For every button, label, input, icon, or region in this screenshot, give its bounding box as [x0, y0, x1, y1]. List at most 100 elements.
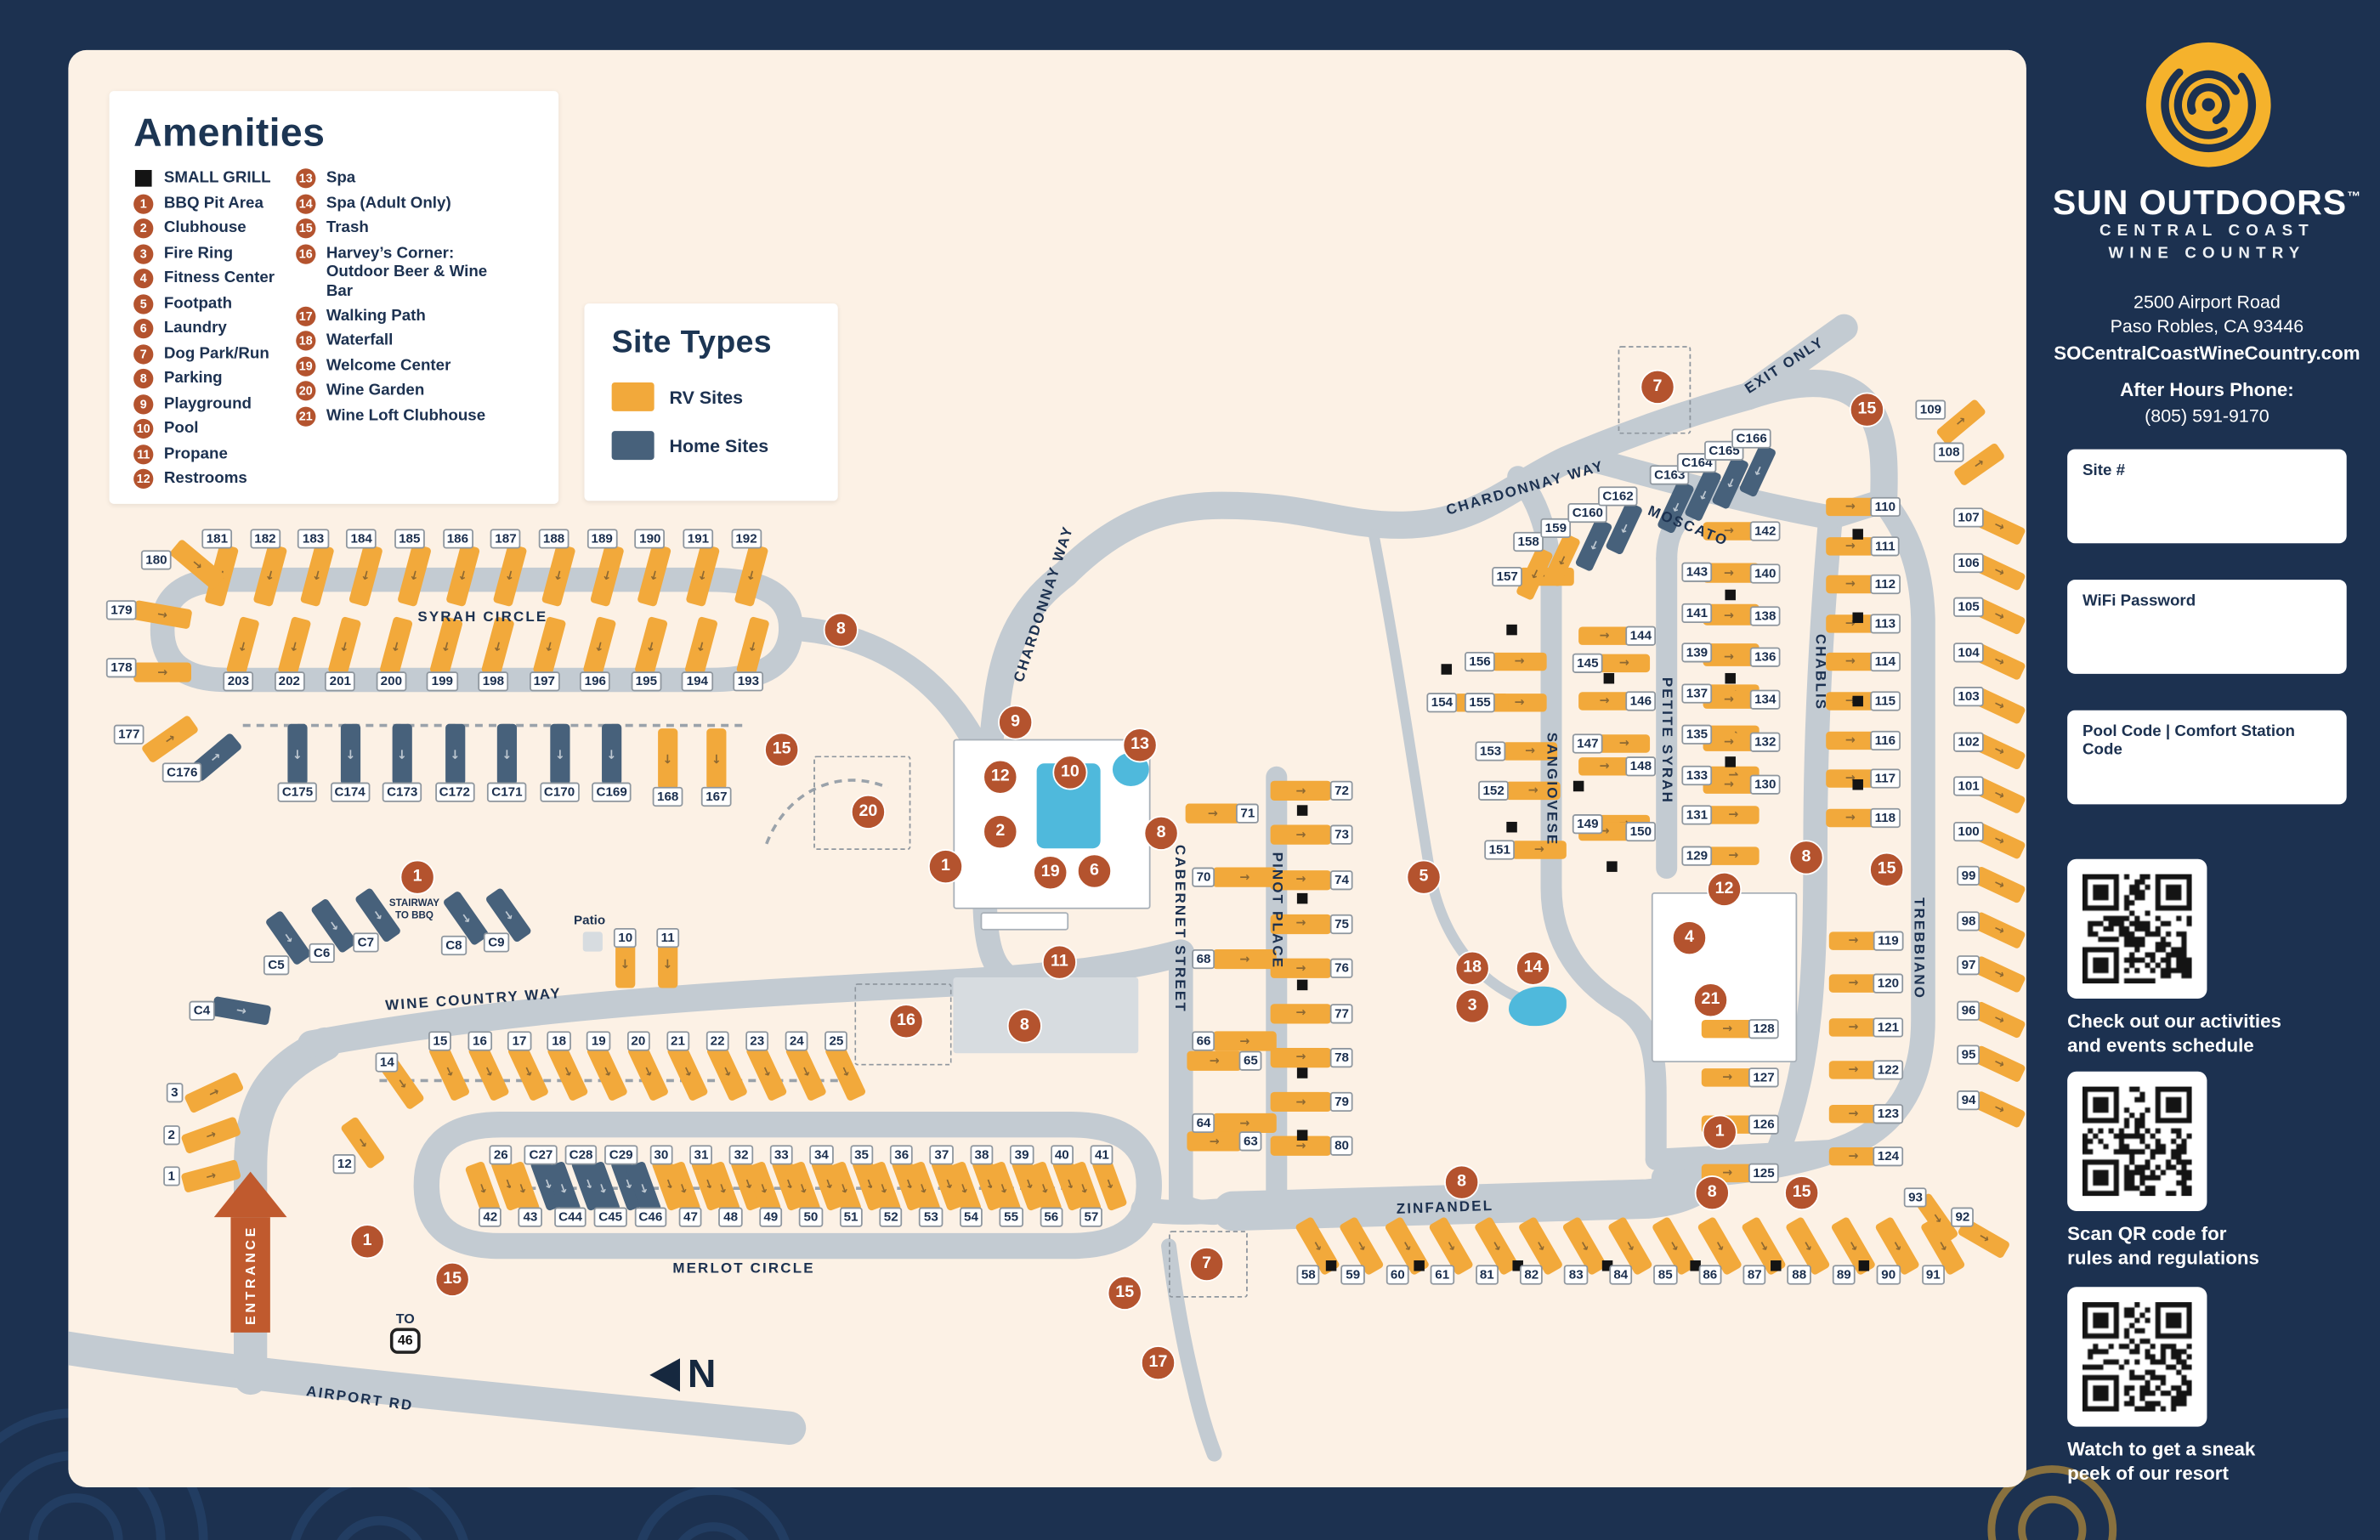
site-label: 133	[1681, 764, 1713, 785]
amenity-number-badge: 17	[296, 305, 316, 326]
site-label: 203	[223, 671, 254, 692]
road	[1645, 1140, 1840, 1170]
amenity-number-badge: 7	[133, 343, 154, 364]
site-stripe: →	[1270, 825, 1332, 846]
site-direction-arrow: →	[1577, 1237, 1595, 1254]
site-label: C171	[486, 782, 527, 802]
website: SOCentralCoastWineCountry.com	[2054, 343, 2360, 365]
site-direction-arrow: →	[1728, 767, 1739, 781]
site-label: 89	[1832, 1265, 1856, 1285]
site-label: 194	[682, 671, 713, 692]
site-label: 72	[1329, 780, 1354, 801]
site-label: C174	[330, 782, 371, 802]
site-label: 95	[1957, 1045, 1980, 1065]
site-direction-arrow: →	[599, 569, 615, 582]
road	[1161, 1238, 1222, 1462]
site-label: 1	[163, 1166, 180, 1186]
site-label: 188	[538, 529, 570, 549]
qr-code	[2067, 1287, 2207, 1427]
site-stripe: →	[1511, 841, 1567, 859]
site-direction-arrow: →	[1295, 1050, 1306, 1064]
site-label: 49	[758, 1207, 783, 1227]
amenity-badge: 14	[1516, 950, 1551, 986]
site-direction-arrow: →	[1722, 1021, 1733, 1035]
site-label: 18	[547, 1031, 571, 1051]
site-label: 66	[1192, 1031, 1216, 1051]
site-direction-arrow: →	[635, 1180, 652, 1196]
site-direction-arrow: →	[1295, 1005, 1306, 1020]
site-label: 31	[689, 1145, 713, 1165]
site-stripe: →	[133, 662, 191, 682]
site-label: C172	[434, 782, 475, 802]
site-label: 76	[1329, 959, 1354, 979]
site-stripe: →	[1707, 846, 1760, 865]
site-label: 192	[730, 529, 762, 549]
site-label: 55	[999, 1207, 1023, 1227]
site-direction-arrow: →	[552, 749, 567, 760]
site-label: 90	[1876, 1265, 1901, 1285]
amenity-label: BBQ Pit Area	[163, 193, 264, 212]
site-stripe: →	[1212, 1113, 1277, 1134]
site-label: 30	[649, 1145, 673, 1165]
site-stripe: →	[1187, 1131, 1242, 1152]
site-direction-arrow: →	[1890, 1237, 1907, 1254]
site-label: 98	[1957, 910, 1980, 931]
site-label: C170	[539, 782, 580, 802]
site-stripe: →	[1703, 775, 1755, 794]
amenity-badge: 8	[1694, 1175, 1730, 1211]
site-direction-arrow: →	[710, 753, 724, 764]
site-label: 201	[325, 671, 356, 692]
dashed-area	[1168, 1231, 1248, 1298]
site-label: 88	[1787, 1265, 1811, 1285]
site-label: 168	[652, 786, 683, 807]
site-label: 154	[1426, 693, 1458, 713]
parking-area	[953, 977, 1139, 1054]
site-direction-arrow: →	[1723, 649, 1734, 665]
site-label: 14	[375, 1052, 400, 1073]
small-grill-marker	[1296, 1067, 1308, 1079]
site-label: 157	[1492, 566, 1523, 587]
site-label: 146	[1625, 691, 1657, 711]
site-label: 149	[1572, 814, 1603, 835]
amenity-label: Wine Garden	[326, 381, 425, 399]
site-stripe: →	[1703, 563, 1755, 583]
amenity-badge: 17	[1140, 1345, 1176, 1381]
site-label: 199	[427, 671, 458, 692]
site-direction-arrow: →	[1599, 758, 1610, 773]
site-direction-arrow: →	[280, 929, 298, 946]
entrance-label: ENTRANCE	[242, 1225, 258, 1325]
site-stripe: →	[1826, 808, 1875, 827]
site-direction-arrow: →	[157, 665, 168, 679]
site-label: 32	[729, 1145, 753, 1165]
site-label: 196	[580, 671, 611, 692]
site-direction-arrow: →	[541, 640, 558, 654]
site-label: 37	[930, 1145, 954, 1165]
site-direction-arrow: →	[203, 1126, 218, 1143]
site-label: 17	[507, 1031, 531, 1051]
site-stripe: →	[1828, 1147, 1878, 1166]
site-label: 78	[1329, 1047, 1354, 1067]
site-label: 155	[1465, 693, 1496, 713]
site-stripe: →	[658, 728, 678, 790]
building	[980, 912, 1069, 931]
site-direction-arrow: →	[1533, 842, 1544, 857]
site-label: C29	[604, 1145, 638, 1165]
qr-code-canvas	[2082, 874, 2192, 984]
site-stripe: →	[1828, 931, 1878, 950]
site-direction-arrow: →	[1992, 920, 2007, 937]
site-direction-arrow: →	[354, 1134, 372, 1151]
site-direction-arrow: →	[1844, 732, 1856, 746]
site-label: 36	[889, 1145, 914, 1165]
site-label: 19	[586, 1031, 611, 1051]
site-direction-arrow: →	[1443, 1237, 1461, 1254]
road-label: ZINFANDEL	[1396, 1197, 1494, 1219]
road-label: CABERNET STREET	[1170, 844, 1188, 1013]
road	[1168, 941, 1227, 1226]
amenity-badge: 15	[1869, 852, 1905, 887]
site-type-item: Home Sites	[611, 431, 811, 461]
site-label: 115	[1870, 691, 1901, 711]
